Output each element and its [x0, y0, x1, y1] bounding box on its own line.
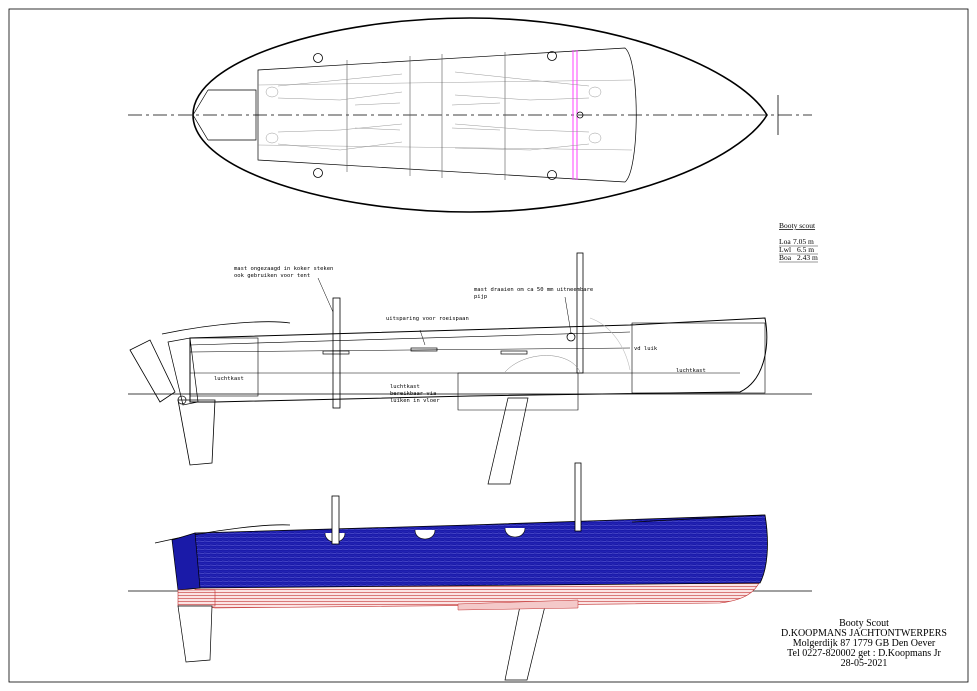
- rendered-transom: [171, 532, 201, 591]
- plan-crew-figures: [265, 71, 602, 151]
- plan-view: [128, 17, 812, 213]
- profile-rudder-blade: [177, 399, 216, 466]
- title-line-1: Booty Scout: [839, 618, 889, 629]
- profile-hull-outline: [189, 317, 768, 403]
- spec-block: Booty scout Loa 7.05 m Lwl 6.5 m Boa 2.4…: [779, 221, 818, 263]
- profile-oar-recess-2: [410, 347, 438, 352]
- spec-label-lwl: Lwl: [779, 245, 791, 254]
- note-pivot-line2: pijp: [474, 294, 487, 300]
- rendered-oar-cut-2: [414, 529, 436, 540]
- spec-value-boa: 2.43 m: [797, 253, 818, 262]
- rendered-rudder-blade: [177, 605, 213, 663]
- plan-hull-outline: [192, 17, 768, 213]
- title-block: Booty Scout D.KOOPMANS JACHTONTWERPERS M…: [781, 618, 947, 669]
- note-oar-recess: uitsparing voor roeispaan: [386, 316, 469, 322]
- title-line-4: Tel 0227-820002 get : D.Koopmans Jr: [787, 648, 941, 659]
- plan-hole-fwd-top: [547, 51, 557, 61]
- rendered-topsides: [194, 514, 768, 589]
- plan-hole-aft-bottom: [313, 168, 323, 178]
- profile-transom: [167, 337, 199, 406]
- plan-inner-line-top: [257, 79, 633, 86]
- spec-value-loa: 7.05 m: [793, 237, 814, 246]
- plan-hole-aft-top: [313, 53, 323, 63]
- note-mid-buoyancy-1: luchtkast: [390, 384, 420, 390]
- sheet-border: [8, 8, 969, 683]
- note-pivot-line1: mast draaien om ca 50 mm uitneembare: [474, 287, 593, 293]
- leader-mast-note: [317, 277, 334, 313]
- spec-label-loa: Loa: [779, 237, 791, 246]
- plan-inner-line-bottom: [257, 144, 633, 151]
- spec-heading: Booty scout: [779, 221, 816, 230]
- profile-fwd-tank: [631, 322, 766, 394]
- note-fwd-buoyancy: luchtkast: [676, 368, 706, 374]
- profile-rudder-pin: [177, 395, 187, 405]
- note-mast-line2: ook gebruiken voor tent: [234, 273, 310, 279]
- plan-cockpit-outline: [257, 47, 637, 183]
- rendered-fwd-deck: [631, 514, 766, 523]
- profile-centreboard-swing: [504, 355, 581, 373]
- profile-mast-swing-arc: [589, 317, 631, 371]
- note-hatch: vd luik: [634, 346, 658, 352]
- plan-mast-step: [576, 111, 584, 119]
- note-aft-buoyancy: luchtkast: [214, 376, 244, 382]
- plan-transom: [208, 89, 257, 141]
- profile-deck-line: [189, 347, 631, 353]
- title-line-5: 28-05-2021: [841, 658, 888, 669]
- profile-aft-mast: [332, 297, 341, 409]
- rendered-oar-cut-3: [504, 527, 526, 538]
- profile-sheer-inner: [189, 331, 631, 346]
- rendered-centreboard-case: [457, 599, 579, 611]
- rendered-profile: [128, 462, 812, 681]
- profile-rudder-head: [129, 339, 176, 403]
- note-mid-buoyancy-3: luiken in vloer: [390, 398, 440, 404]
- profile-aft-tank: [189, 337, 259, 397]
- profile-centreboard-case: [457, 372, 579, 411]
- note-mast-line1: mast ongezaagd in koker steken: [234, 266, 333, 272]
- title-line-2: D.KOOPMANS JACHTONTWERPERS: [781, 628, 947, 639]
- spec-row-boa: Boa 2.43 m: [779, 253, 818, 262]
- note-mid-buoyancy-2: bereikbaar via: [390, 391, 436, 397]
- profile-oar-recess-3: [500, 350, 528, 355]
- rendered-fwd-mast: [574, 462, 582, 532]
- plan-stern-wedge: [192, 89, 209, 141]
- spec-row-loa: Loa 7.05 m: [779, 237, 814, 246]
- profile-gunwale: [161, 321, 291, 335]
- rendered-centreboard: [504, 605, 546, 681]
- rendered-aft-mast: [331, 495, 340, 545]
- plan-hole-fwd-bottom: [547, 170, 557, 180]
- profile-view: mast ongezaagd in koker steken ook gebru…: [128, 252, 812, 485]
- profile-oar-recess-1: [322, 350, 350, 355]
- spec-row-lwl: Lwl 6.5 m: [779, 245, 814, 254]
- title-line-3: Molgerdijk 87 1779 GB Den Oever: [793, 638, 936, 649]
- profile-mast-pivot: [566, 332, 576, 342]
- spec-value-lwl: 6.5 m: [797, 245, 814, 254]
- leader-pivot-note: [564, 296, 572, 334]
- leader-oar-recess: [419, 329, 426, 346]
- rendered-transom-lower: [177, 589, 216, 607]
- profile-centreboard: [487, 397, 529, 485]
- spec-label-boa: Boa: [779, 253, 792, 262]
- profile-fwd-mast: [576, 252, 584, 374]
